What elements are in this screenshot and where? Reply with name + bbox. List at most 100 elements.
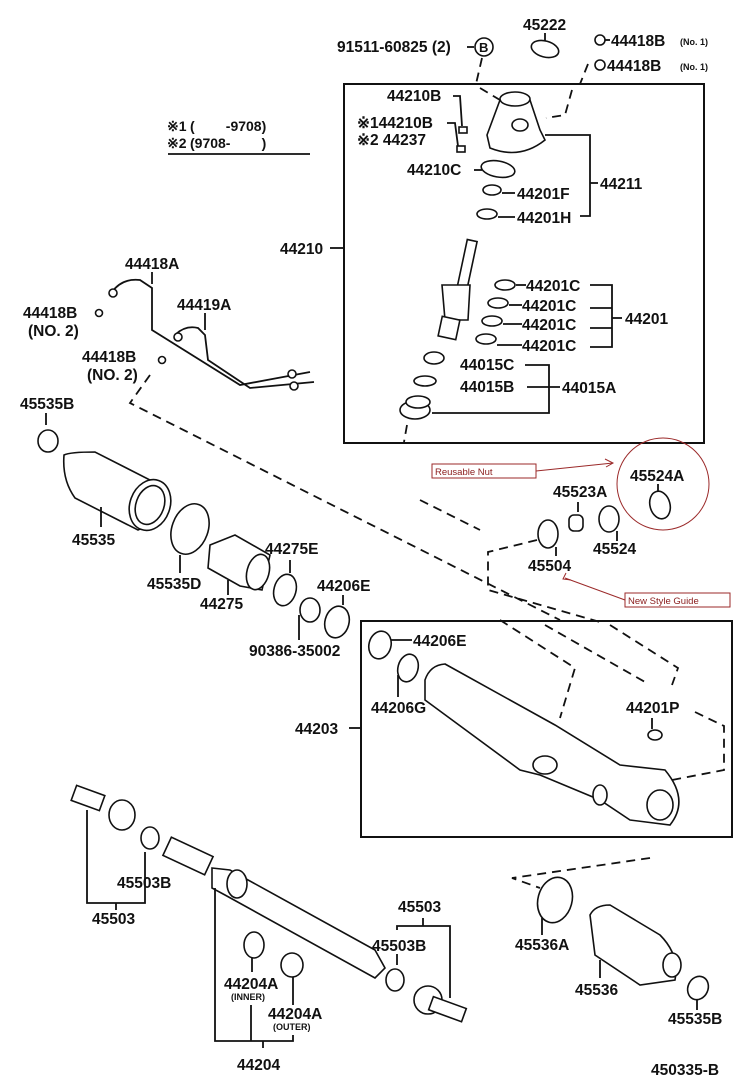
o-ring-44210c <box>480 159 516 179</box>
valve-housing-44211 <box>486 91 547 154</box>
svg-text:44210C: 44210C <box>407 162 461 179</box>
svg-text:44201C: 44201C <box>526 278 580 295</box>
svg-text:44206G: 44206G <box>371 700 426 717</box>
svg-text:44201F: 44201F <box>517 186 570 203</box>
svg-text:44204A: 44204A <box>268 1006 322 1023</box>
lock-washer-left <box>140 826 160 850</box>
svg-text:※1: ※1 <box>167 118 187 134</box>
svg-text:Reusable Nut: Reusable Nut <box>435 467 493 478</box>
nut-no1-b: 44418B (No. 1) <box>594 58 708 75</box>
svg-text:44201P: 44201P <box>626 700 679 717</box>
svg-text:44201: 44201 <box>625 311 668 328</box>
svg-text:45503B: 45503B <box>372 938 426 955</box>
clamp-45536a <box>536 876 574 924</box>
svg-text:44201H: 44201H <box>517 210 571 227</box>
svg-text:44203: 44203 <box>295 721 338 738</box>
callout-b-letter: B <box>479 40 488 55</box>
svg-text:44206E: 44206E <box>317 578 370 595</box>
svg-text:45535B: 45535B <box>20 396 74 413</box>
guide-45504 <box>537 519 559 549</box>
rack-housing-44203 <box>424 663 680 826</box>
svg-text:45524: 45524 <box>593 541 636 558</box>
boot-45535 <box>62 451 172 532</box>
svg-text:45523A: 45523A <box>553 484 607 501</box>
diagram-code: 450335-B <box>651 1062 719 1079</box>
rack-boot-sleeve <box>161 836 215 876</box>
bushing-44275 <box>207 534 271 591</box>
svg-text:44201C: 44201C <box>522 338 576 355</box>
callout-b-icon <box>474 37 494 57</box>
svg-text:45503B: 45503B <box>117 875 171 892</box>
tie-rod-end-right <box>413 985 468 1023</box>
svg-text:(No. 1): (No. 1) <box>680 62 708 72</box>
svg-text:45535D: 45535D <box>147 576 201 593</box>
svg-text:44418B: 44418B <box>23 305 77 322</box>
svg-text:90386-35002: 90386-35002 <box>249 643 340 660</box>
highlight-circle-45524a <box>616 437 710 531</box>
svg-text:New Style Guide: New Style Guide <box>628 596 699 607</box>
annotation-new-style-guide: New Style Guide <box>562 572 731 608</box>
pinion-shaft <box>437 238 479 341</box>
o-ring-44275e <box>272 573 298 607</box>
svg-text:44211: 44211 <box>600 176 643 193</box>
svg-text:45503: 45503 <box>92 911 135 928</box>
svg-text:45503: 45503 <box>398 899 441 916</box>
plug-45524 <box>598 505 620 533</box>
svg-text:44204A: 44204A <box>224 976 278 993</box>
label-45222: 45222 <box>523 17 566 34</box>
svg-text:44418A: 44418A <box>125 256 179 273</box>
clamp-45535b-top <box>37 429 59 453</box>
svg-text:(OUTER): (OUTER) <box>273 1022 311 1032</box>
svg-text:(No. 1): (No. 1) <box>680 37 708 47</box>
svg-text:44204: 44204 <box>237 1057 280 1074</box>
svg-text:44206E: 44206E <box>413 633 466 650</box>
svg-text:44418B: 44418B <box>607 58 661 75</box>
svg-text:45524A: 45524A <box>630 468 684 485</box>
adjusting-plug <box>399 395 431 420</box>
svg-text:45504: 45504 <box>528 558 571 575</box>
svg-text:44015B: 44015B <box>460 379 514 396</box>
svg-text:44419A: 44419A <box>177 297 231 314</box>
svg-text:(NO. 2): (NO. 2) <box>28 323 79 340</box>
rack-housing-frame <box>360 620 733 838</box>
pressure-tubes <box>108 278 315 391</box>
boot-45536 <box>589 904 682 986</box>
svg-text:44201C: 44201C <box>522 298 576 315</box>
tie-rod-end-left <box>70 784 136 831</box>
lock-washer-right <box>385 968 405 992</box>
svg-text:※2: ※2 <box>167 135 187 151</box>
svg-text:(INNER): (INNER) <box>231 992 265 1002</box>
part-45222-seal <box>530 39 560 59</box>
svg-text:44275E: 44275E <box>265 541 318 558</box>
svg-text:44418B: 44418B <box>611 33 665 50</box>
svg-text:45536: 45536 <box>575 982 618 999</box>
svg-text:44015C: 44015C <box>460 357 514 374</box>
svg-text:44015A: 44015A <box>562 380 616 397</box>
svg-text:45535B: 45535B <box>668 1011 722 1028</box>
valve-housing-frame <box>343 83 705 444</box>
annotation-reusable-nut: Reusable Nut <box>431 458 615 479</box>
plug-44201p <box>647 729 663 741</box>
legend: ※1 ( -9708) ※2 (9708- ) <box>167 118 310 155</box>
nut-no1-a: 44418B (No. 1) <box>594 33 708 50</box>
svg-text:45535: 45535 <box>72 532 115 549</box>
bushing-outer <box>280 952 304 978</box>
svg-text:44275: 44275 <box>200 596 243 613</box>
svg-text:44418B: 44418B <box>82 349 136 366</box>
svg-text:(NO. 2): (NO. 2) <box>87 367 138 384</box>
label-91511-60825: 91511-60825 (2) <box>337 39 451 56</box>
spring-45523a <box>568 514 584 532</box>
nut-45524a <box>648 490 672 520</box>
ring-45535d <box>170 503 210 555</box>
svg-text:44201C: 44201C <box>522 317 576 334</box>
svg-text:45536A: 45536A <box>515 937 569 954</box>
bushing-inner <box>243 931 265 959</box>
svg-text:44210B: 44210B <box>387 88 441 105</box>
clamp-45535b-bottom <box>686 975 710 1001</box>
svg-text:(9708- ): (9708- ) <box>190 135 266 151</box>
svg-text:( -9708): ( -9708) <box>190 118 266 134</box>
svg-text:※144210B: ※144210B <box>357 115 433 132</box>
svg-text:※2 44237: ※2 44237 <box>357 132 426 149</box>
